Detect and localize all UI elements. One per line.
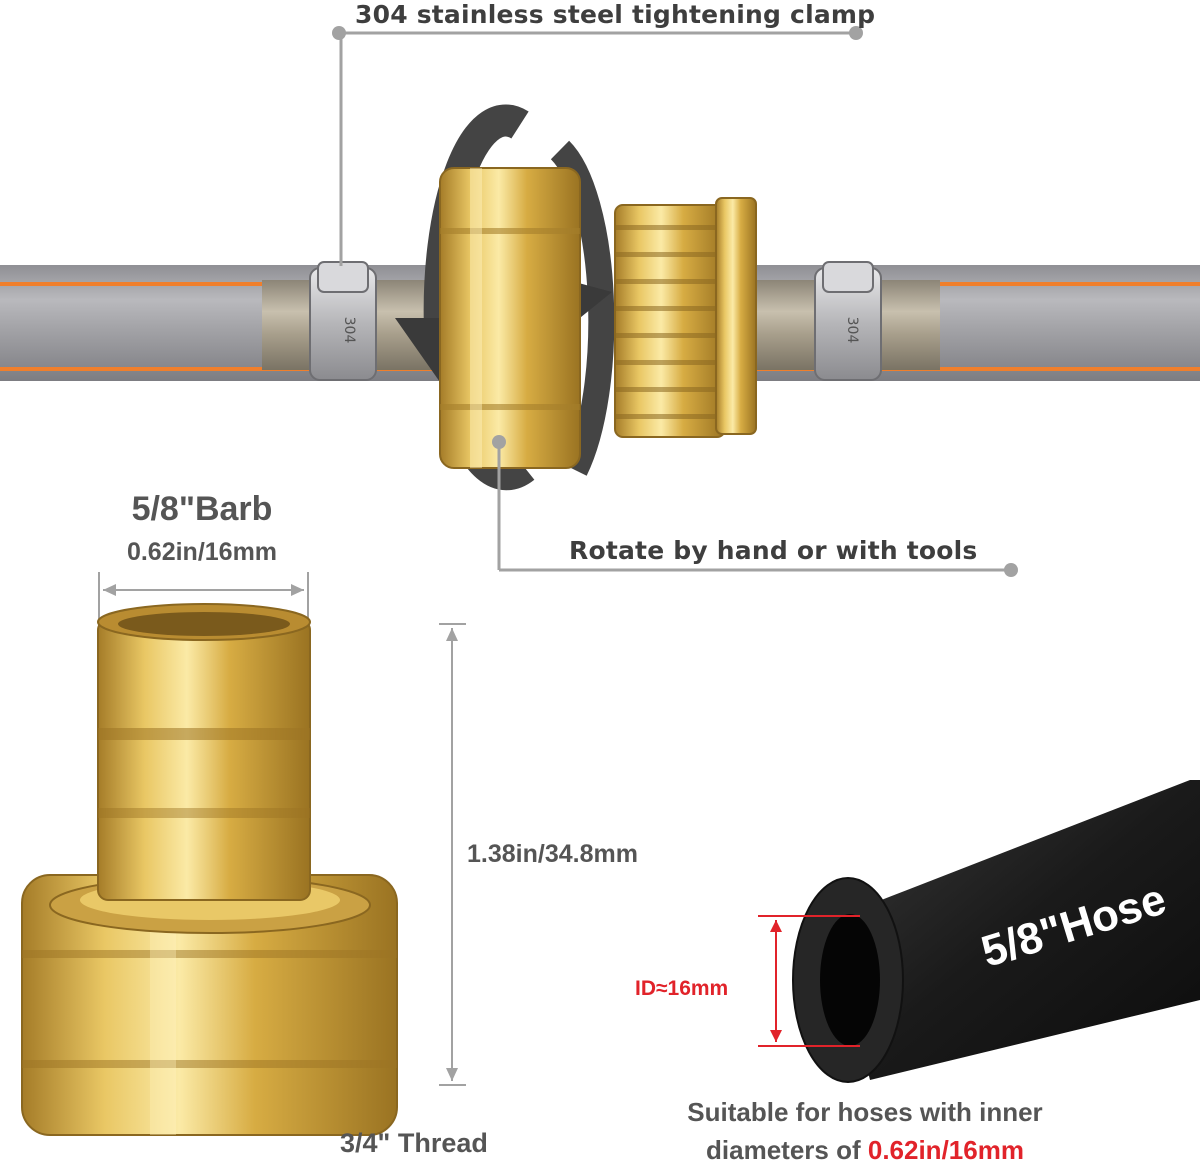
black-hose: 5/8"Hose	[792, 780, 1200, 1083]
hose-barb-fitting	[21, 603, 398, 1136]
rotate-callout-line	[492, 435, 1018, 577]
suitability-text-line1: Suitable for hoses with inner	[687, 1097, 1043, 1127]
clamp-left: 304	[309, 261, 377, 381]
inner-diameter-dimension	[758, 915, 860, 1047]
inner-diameter-label: ID≈16mm	[635, 977, 729, 1000]
thread-size-label: 3/4" Thread	[340, 1128, 488, 1158]
suitability-highlight: 0.62in/16mm	[867, 1135, 1024, 1165]
svg-text:304: 304	[341, 317, 357, 344]
clamp-callout-line	[332, 26, 863, 266]
clamp-right: 304	[814, 261, 882, 381]
male-threaded-fitting	[614, 197, 757, 438]
height-label: 1.38in/34.8mm	[467, 840, 638, 868]
barb-size-title: 5/8"Barb	[131, 490, 273, 528]
suitability-prefix: diameters of	[706, 1135, 868, 1165]
barb-size-metric: 0.62in/16mm	[126, 538, 278, 566]
height-dimension	[439, 623, 466, 1086]
clamp-callout-label: 304 stainless steel tightening clamp	[355, 0, 876, 29]
suitability-text-line2: diameters of 0.62in/16mm	[600, 1135, 1130, 1166]
female-swivel-nut	[439, 167, 581, 469]
svg-text:304: 304	[844, 317, 860, 344]
rotate-callout-label: Rotate by hand or with tools	[569, 536, 978, 565]
